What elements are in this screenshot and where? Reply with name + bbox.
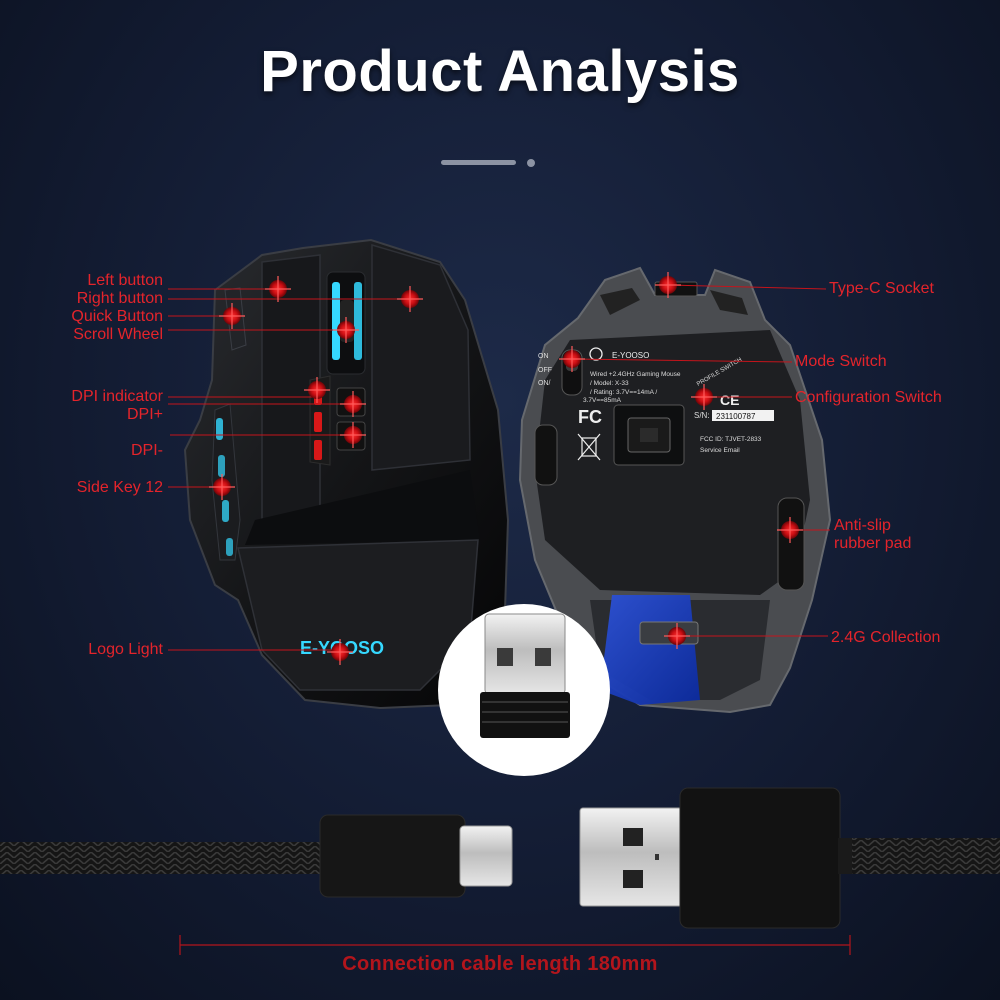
usb-receiver: [438, 604, 610, 776]
usb-cable: [0, 787, 1000, 929]
recycle-bin-icon: [577, 433, 601, 461]
label-2-4g-collection: 2.4G Collection: [831, 629, 941, 646]
fcc-mark: FC: [578, 407, 602, 427]
label-right-button: Right button: [76, 290, 163, 307]
indicator-dots: [209, 272, 803, 665]
label-dpi-plus: DPI+: [126, 406, 163, 423]
quick-button-dot: [219, 303, 245, 329]
label-left-button: Left button: [87, 272, 163, 289]
dpi-indicator-dot: [304, 377, 330, 403]
switch-on-text: ON: [538, 353, 549, 360]
label-anti-slip-line1: Anti-slip: [834, 517, 891, 534]
mouse-bottom-view: ON OFF ON/ E-YOOSO Wired +2.4GHz Gaming …: [518, 266, 832, 714]
switch-on2-text: ON/: [538, 380, 551, 387]
side-key-dot: [209, 474, 235, 500]
sticker-line-1: Wired +2.4GHz Gaming Mouse: [590, 371, 681, 378]
left-button-dot: [265, 276, 291, 302]
dpi-plus-dot: [340, 391, 366, 417]
sticker-brand: E-YOOSO: [612, 351, 649, 360]
label-dpi-indicator: DPI indicator: [71, 388, 163, 405]
cable-length-caption: Connection cable length 180mm: [342, 953, 658, 975]
label-mode-switch: Mode Switch: [795, 353, 887, 370]
label-scroll-wheel: Scroll Wheel: [73, 326, 163, 343]
mouse-top-view: E-YOOSO: [183, 238, 510, 710]
cable-length-dimension: [179, 935, 851, 955]
sticker-line-3: / Rating: 3.7V==14mA /: [590, 389, 657, 396]
label-anti-slip-line2: rubber pad: [834, 535, 912, 552]
sn-label: S/N:: [694, 411, 710, 420]
sticker-line-2: / Model: X-33: [590, 380, 629, 387]
scroll-wheel-dot: [333, 317, 359, 343]
label-quick-button: Quick Button: [71, 308, 163, 325]
mode-switch-dot: [559, 346, 585, 372]
sn-value: 231100787: [716, 412, 756, 421]
title-underline-dot: [527, 159, 535, 167]
config-switch-dot: [691, 384, 717, 410]
page-title: Product Analysis: [260, 39, 740, 104]
label-configuration-switch: Configuration Switch: [795, 389, 942, 406]
dpi-minus-dot: [340, 422, 366, 448]
label-side-key: Side Key 12: [76, 479, 163, 496]
ce-mark: CE: [720, 392, 739, 408]
service-email: Service Email: [700, 447, 740, 454]
fcc-id: FCC ID: TJVET-2833: [700, 436, 762, 443]
left-leader-lines: [168, 288, 410, 651]
right-leader-lines: [571, 284, 830, 637]
label-logo-light: Logo Light: [88, 641, 163, 658]
label-type-c-socket: Type-C Socket: [829, 280, 934, 297]
logo-light-dot: [327, 639, 353, 665]
brand-logo-icon: [589, 347, 603, 361]
label-dpi-minus: DPI-: [131, 442, 163, 459]
anti-slip-dot: [777, 517, 803, 543]
switch-off-text: OFF: [538, 367, 552, 374]
collection-dot: [664, 623, 690, 649]
title-underline: [441, 160, 516, 165]
sticker-voltage: 3.7V==85mA: [583, 397, 622, 404]
right-button-dot: [397, 286, 423, 312]
type-c-dot: [655, 272, 681, 298]
